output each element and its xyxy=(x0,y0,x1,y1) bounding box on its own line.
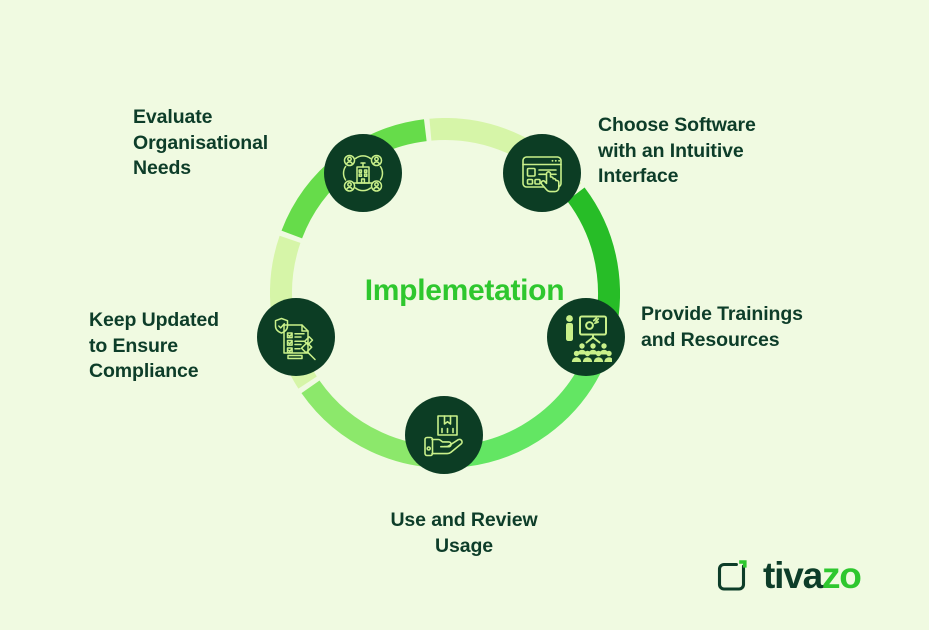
node-evaluate-needs[interactable] xyxy=(324,134,402,212)
label-line: Interface xyxy=(598,165,679,188)
node-choose-software[interactable] xyxy=(503,134,581,212)
tivazo-logo: tivazo xyxy=(714,554,862,596)
tivazo-bracket-icon xyxy=(714,556,752,594)
logo-text-dark: tiva xyxy=(763,554,823,596)
center-title: Implemetation xyxy=(364,274,565,307)
label-line: Evaluate xyxy=(133,106,213,128)
label-line: Needs xyxy=(133,157,192,180)
label-line: Compliance xyxy=(89,360,199,383)
organisation-people-icon xyxy=(338,148,388,198)
browser-cursor-icon xyxy=(518,149,566,197)
label-line: Use and Review xyxy=(390,509,538,531)
label-line: to Ensure xyxy=(89,334,179,357)
label-provide-trainings: Provide Trainings and Resources xyxy=(641,302,871,353)
node-use-and-review[interactable] xyxy=(405,396,483,474)
label-evaluate-needs: Evaluate Organisational Needs xyxy=(133,105,363,182)
label-line: Choose Software xyxy=(598,114,756,136)
label-use-and-review: Use and Review Usage xyxy=(355,508,573,559)
label-choose-software: Choose Software with an Intuitive Interf… xyxy=(598,113,813,190)
label-line: Usage xyxy=(434,534,494,557)
label-line: Organisational xyxy=(133,131,269,154)
label-line: Keep Updated xyxy=(89,309,219,331)
hand-holding-box-icon xyxy=(420,411,468,459)
node-keep-updated-compliance[interactable] xyxy=(257,298,335,376)
ring-segment-right xyxy=(463,357,604,467)
label-line: Provide Trainings xyxy=(641,303,803,325)
label-line: with an Intuitive xyxy=(598,139,744,162)
compliance-checklist-gavel-icon xyxy=(271,312,321,362)
label-keep-updated-compliance: Keep Updated to Ensure Compliance xyxy=(89,308,299,385)
training-presentation-icon xyxy=(560,311,612,363)
node-provide-trainings[interactable] xyxy=(547,298,625,376)
label-line: and Resources xyxy=(641,328,780,351)
tivazo-wordmark: tivazo xyxy=(763,554,862,596)
logo-text-accent: zo xyxy=(821,554,862,596)
